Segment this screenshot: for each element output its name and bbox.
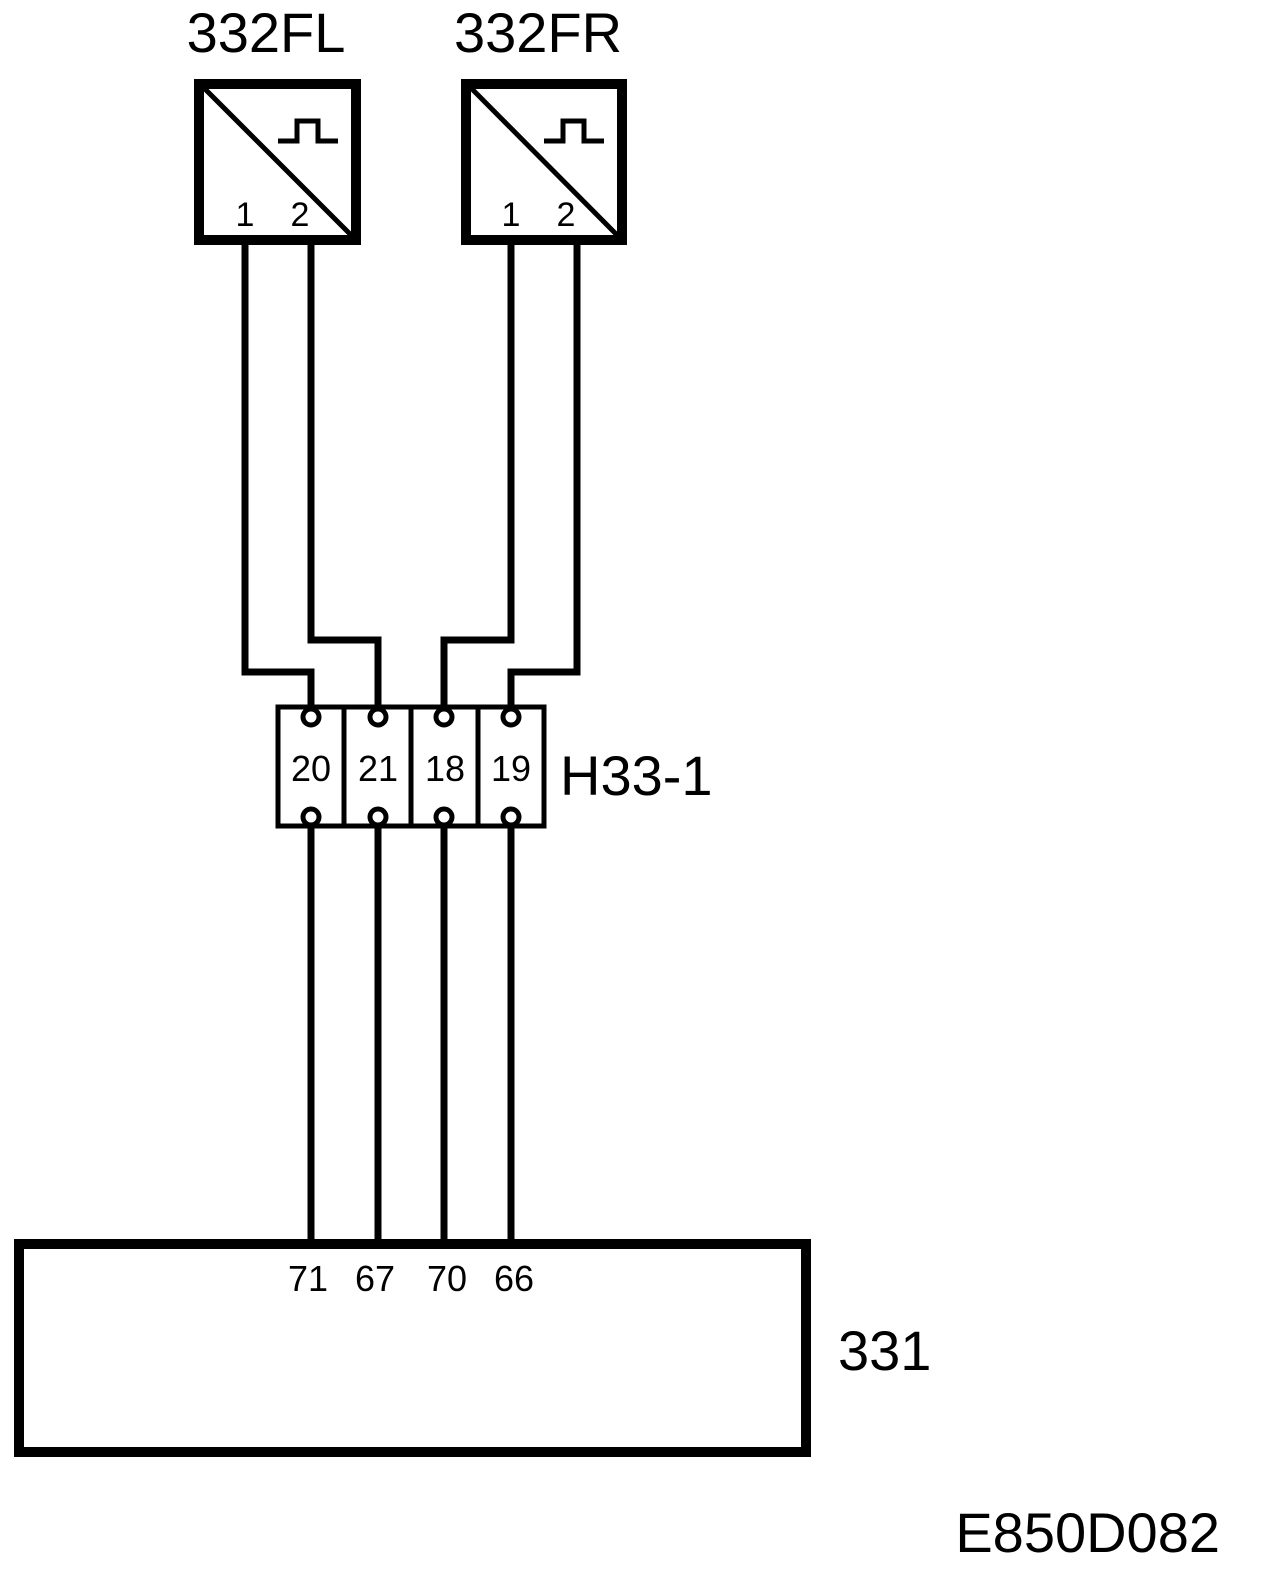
sensor-left: 1 2	[194, 79, 361, 245]
terminal-label: 20	[291, 748, 331, 789]
control-unit-pin: 66	[494, 1258, 534, 1299]
connector-h33-1: 20 21 18 19	[275, 704, 547, 829]
sensor-left-label: 332FL	[187, 1, 346, 64]
upper-wires	[241, 244, 581, 710]
terminal-label: 18	[425, 748, 465, 789]
terminal-label: 19	[491, 748, 531, 789]
sensor-right-label: 332FR	[454, 1, 622, 64]
control-unit-pin: 67	[355, 1258, 395, 1299]
sensor-right-pin2: 2	[557, 196, 576, 234]
figure-code: E850D082	[955, 1501, 1220, 1564]
terminal-label: 21	[358, 748, 398, 789]
control-unit-pin: 70	[427, 1258, 467, 1299]
control-unit-label: 331	[838, 1319, 931, 1382]
control-unit-331: 71 67 70 66	[14, 1239, 811, 1457]
control-unit-pin: 71	[288, 1258, 328, 1299]
sensor-right-pin1: 1	[502, 196, 521, 234]
sensor-right: 1 2	[461, 79, 627, 245]
pulse-signal-icon	[278, 118, 338, 144]
pulse-signal-icon	[544, 118, 604, 144]
sensor-left-pin1: 1	[236, 196, 255, 234]
connector-label: H33-1	[560, 744, 713, 807]
lower-wires	[307, 826, 515, 1242]
sensor-left-pin2: 2	[291, 196, 310, 234]
